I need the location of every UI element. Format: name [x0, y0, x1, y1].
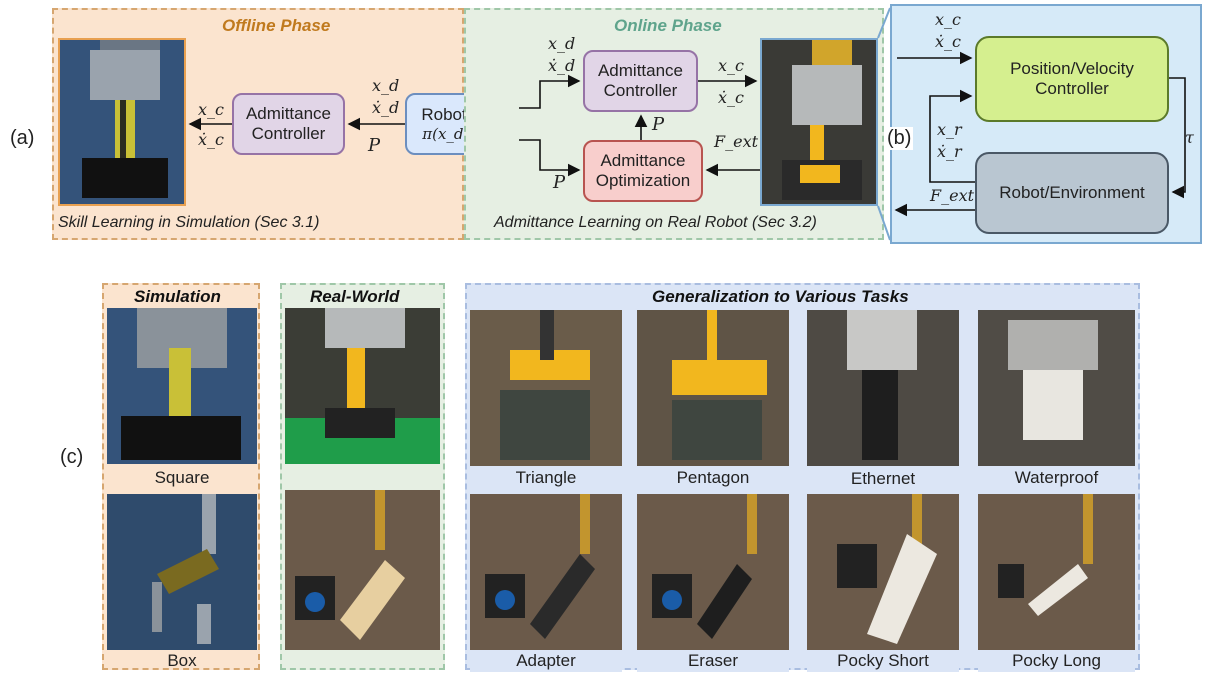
online-xddot-label: ẋ_d — [548, 56, 576, 75]
task-pocky-short-image — [807, 494, 959, 650]
sim-square-image — [107, 308, 257, 464]
label-b: (b) — [885, 127, 914, 150]
b-Fext-label: F_ext — [930, 186, 975, 205]
admittance-optimization-box: Admittance Optimization — [583, 140, 703, 202]
task-pocky-long-caption: Pocky Long — [978, 650, 1135, 672]
offline-admittance-controller: Admittance Controller — [232, 93, 345, 155]
task-ethernet-image — [807, 310, 959, 466]
b-xr-label: x_r — [937, 120, 962, 139]
task-eraser-caption: Eraser — [637, 650, 789, 672]
arrow-b-tau — [1169, 77, 1186, 199]
online-P-up-label: P — [652, 114, 665, 135]
sim-robot-illustration — [60, 40, 184, 204]
task-waterproof-image — [978, 310, 1135, 466]
online-Fext-label: F_ext — [714, 132, 759, 151]
task-adapter-caption: Adapter — [470, 650, 622, 672]
real-robot-image — [760, 38, 878, 206]
online-admittance-controller: Admittance Controller — [583, 50, 698, 112]
task-eraser-image — [637, 494, 789, 650]
sim-square-caption: Square — [154, 468, 210, 487]
offline-P-label: P — [368, 135, 381, 156]
arrow-skill-to-online-controller — [519, 74, 581, 109]
label-a: (a) — [10, 127, 35, 149]
task-pocky-long-image — [978, 494, 1135, 650]
task-waterproof-caption: Waterproof — [978, 467, 1135, 489]
task-pentagon-caption: Pentagon — [637, 467, 789, 489]
offline-xc-label: x_c — [198, 100, 224, 119]
realworld-title: Real-World — [310, 287, 400, 306]
position-velocity-controller: Position/Velocity Controller — [975, 36, 1169, 122]
arrow-b-feedback — [929, 89, 975, 183]
task-pocky-short-caption: Pocky Short — [807, 650, 959, 672]
arrow-skill-to-optimization — [519, 139, 581, 177]
skill-xd-label: x_d — [372, 76, 400, 95]
online-xd-label: x_d — [548, 34, 576, 53]
online-caption: Admittance Learning on Real Robot (Sec 3… — [494, 214, 817, 231]
online-phase-title: Online Phase — [614, 16, 722, 35]
skill-xddot-label: ẋ_d — [372, 98, 400, 117]
label-c: (c) — [60, 446, 84, 468]
online-xc-label: x_c — [718, 56, 744, 75]
sim-box-caption: Box — [167, 651, 197, 670]
task-pentagon-image — [637, 310, 789, 466]
task-triangle-caption: Triangle — [470, 467, 622, 489]
real-robot-illustration — [762, 40, 876, 204]
b-xrdot-label: ẋ_r — [937, 142, 962, 161]
sim-box-image — [107, 494, 257, 650]
online-xcdot-label: ẋ_c — [718, 88, 744, 107]
offline-phase-title: Offline Phase — [222, 16, 331, 35]
offline-caption: Skill Learning in Simulation (Sec 3.1) — [58, 214, 320, 231]
simulation-title: Simulation — [134, 287, 221, 306]
b-xcdot-label: ẋ_c — [935, 32, 961, 51]
offline-xcdot-label: ẋ_c — [198, 130, 224, 149]
robot-environment-box: Robot/Environment — [975, 152, 1169, 234]
b-xc-label: x_c — [935, 10, 961, 29]
b-tau-label: τ — [1185, 128, 1194, 147]
realworld-peg-image — [285, 308, 440, 464]
task-ethernet-caption: Ethernet — [807, 468, 959, 490]
task-adapter-image — [470, 494, 622, 650]
generalization-title: Generalization to Various Tasks — [652, 287, 909, 306]
task-triangle-image — [470, 310, 622, 466]
online-P-low-label: P — [553, 172, 566, 193]
offline-sim-image — [58, 38, 186, 206]
realworld-box-image — [285, 490, 440, 650]
